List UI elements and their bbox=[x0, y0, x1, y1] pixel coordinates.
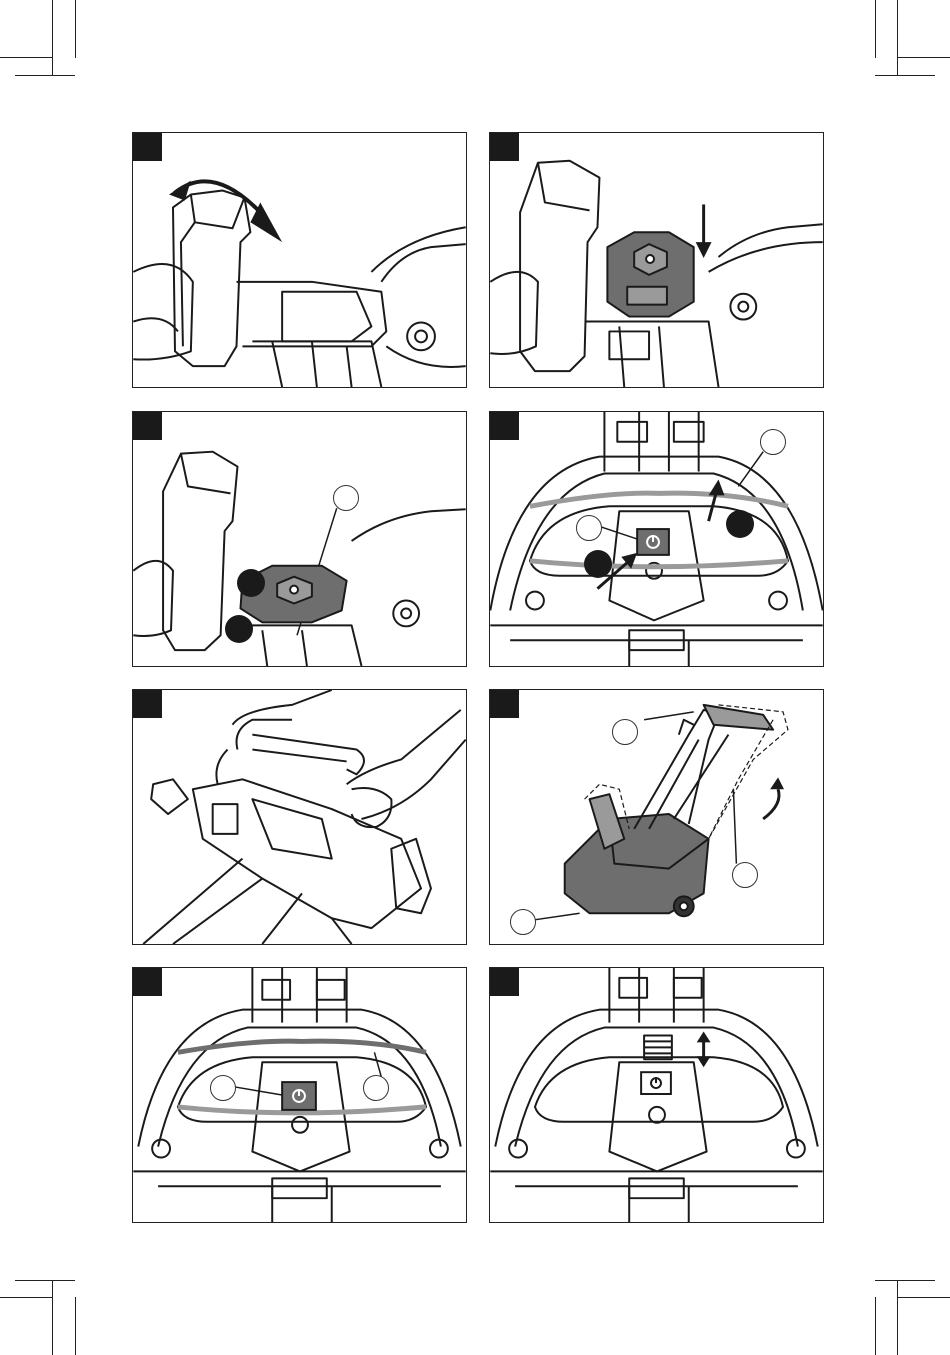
vertical-double-arrow-icon bbox=[697, 1032, 711, 1068]
crop-mark bbox=[52, 0, 53, 75]
step-marker-dot bbox=[584, 550, 612, 578]
figure-panel-3 bbox=[132, 411, 467, 667]
crop-mark bbox=[897, 0, 898, 75]
down-arrow-icon bbox=[696, 204, 712, 258]
crop-mark bbox=[875, 1297, 876, 1355]
battery-insert-illustration bbox=[490, 133, 823, 387]
battery-pack-icon bbox=[607, 232, 693, 316]
crop-mark bbox=[15, 1280, 75, 1281]
crop-mark bbox=[875, 1280, 935, 1281]
power-button-icon bbox=[637, 529, 669, 555]
figure-panel-6 bbox=[489, 689, 824, 945]
callout-circle bbox=[510, 909, 536, 935]
callout-circle bbox=[333, 485, 359, 511]
crop-mark bbox=[15, 75, 75, 76]
crop-mark bbox=[897, 1280, 898, 1355]
front-view-power-illustration bbox=[133, 968, 466, 1222]
crop-mark bbox=[0, 1297, 52, 1298]
crop-mark bbox=[875, 0, 876, 58]
crop-mark bbox=[897, 1297, 950, 1298]
crop-mark bbox=[0, 57, 52, 58]
callout-circle bbox=[760, 429, 786, 455]
power-button-icon bbox=[282, 1082, 316, 1110]
snow-thrower-fold-illustration bbox=[490, 690, 823, 944]
callout-circle bbox=[363, 1075, 389, 1101]
front-view-adjust-illustration bbox=[490, 968, 823, 1222]
crop-mark bbox=[875, 75, 935, 76]
figure-panel-1 bbox=[132, 132, 467, 388]
figure-panel-4 bbox=[489, 411, 824, 667]
figure-panel-5 bbox=[132, 689, 467, 945]
callout-circle bbox=[576, 515, 602, 541]
step-marker-dot bbox=[237, 569, 265, 597]
fold-arrow-icon bbox=[763, 777, 784, 819]
hands-grip-illustration bbox=[133, 690, 466, 944]
callout-circle bbox=[612, 719, 638, 745]
handle-rotation-illustration bbox=[133, 133, 466, 387]
step-marker-dot bbox=[225, 615, 253, 643]
crop-mark bbox=[75, 1297, 76, 1355]
figure-panel-8 bbox=[489, 967, 824, 1223]
battery-remove-illustration bbox=[133, 412, 466, 666]
figure-panel-2 bbox=[489, 132, 824, 388]
power-button-icon bbox=[641, 1072, 671, 1094]
callout-circle bbox=[732, 862, 758, 888]
crop-mark bbox=[75, 0, 76, 58]
callout-circle bbox=[210, 1075, 236, 1101]
step-marker-dot bbox=[726, 510, 754, 538]
figure-panel-7 bbox=[132, 967, 467, 1223]
crop-mark bbox=[52, 1280, 53, 1355]
crop-mark bbox=[897, 57, 950, 58]
